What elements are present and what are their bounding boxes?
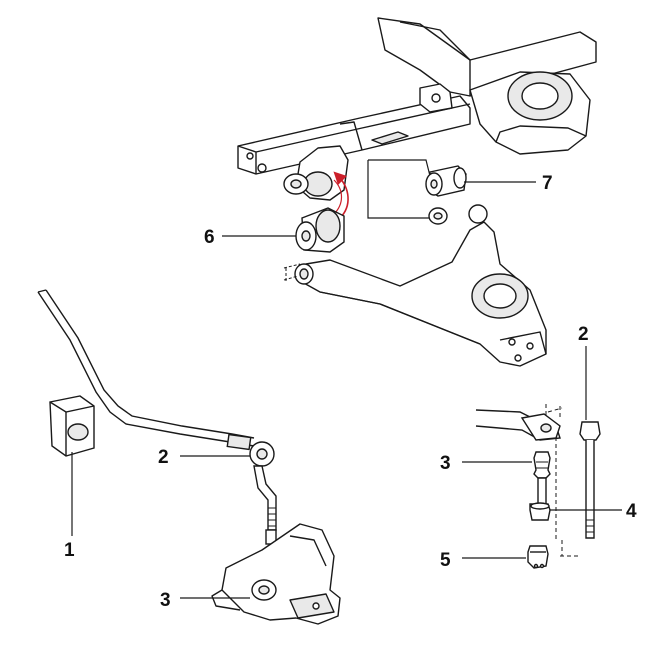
callout-2-left: 2: [158, 447, 169, 468]
callout-3-left: 3: [160, 590, 171, 611]
lower-mount-left: [211, 523, 341, 625]
callout-5: 5: [440, 550, 451, 571]
lower-control-arm: [294, 204, 547, 367]
subframe: [237, 17, 597, 201]
spacer-tube: [529, 477, 551, 521]
drop-link-left: [249, 441, 277, 545]
centre-lines: [545, 404, 578, 557]
callout-labels: 1 2 2 3 3 4 5 6 7: [64, 173, 637, 611]
front-bushing: [295, 207, 345, 253]
long-bolt: [579, 421, 601, 539]
callout-3-right: 3: [440, 453, 451, 474]
arm-rear-bushing: [428, 207, 448, 225]
lower-bushing-right: [527, 545, 549, 569]
alignment-dash: [283, 263, 301, 282]
bar-end-right: [475, 409, 561, 441]
bushing-clamp: [49, 395, 95, 457]
callout-2-right: 2: [578, 324, 589, 345]
callout-1: 1: [64, 540, 75, 561]
rear-bushing: [425, 165, 467, 197]
anti-roll-bar: [37, 289, 255, 451]
callout-4: 4: [626, 501, 637, 522]
leader-lines: [71, 181, 622, 599]
callout-6: 6: [204, 227, 215, 248]
upper-bushing-right: [533, 451, 551, 479]
rear-bushing-guide: [367, 159, 432, 219]
callout-7: 7: [542, 173, 553, 194]
